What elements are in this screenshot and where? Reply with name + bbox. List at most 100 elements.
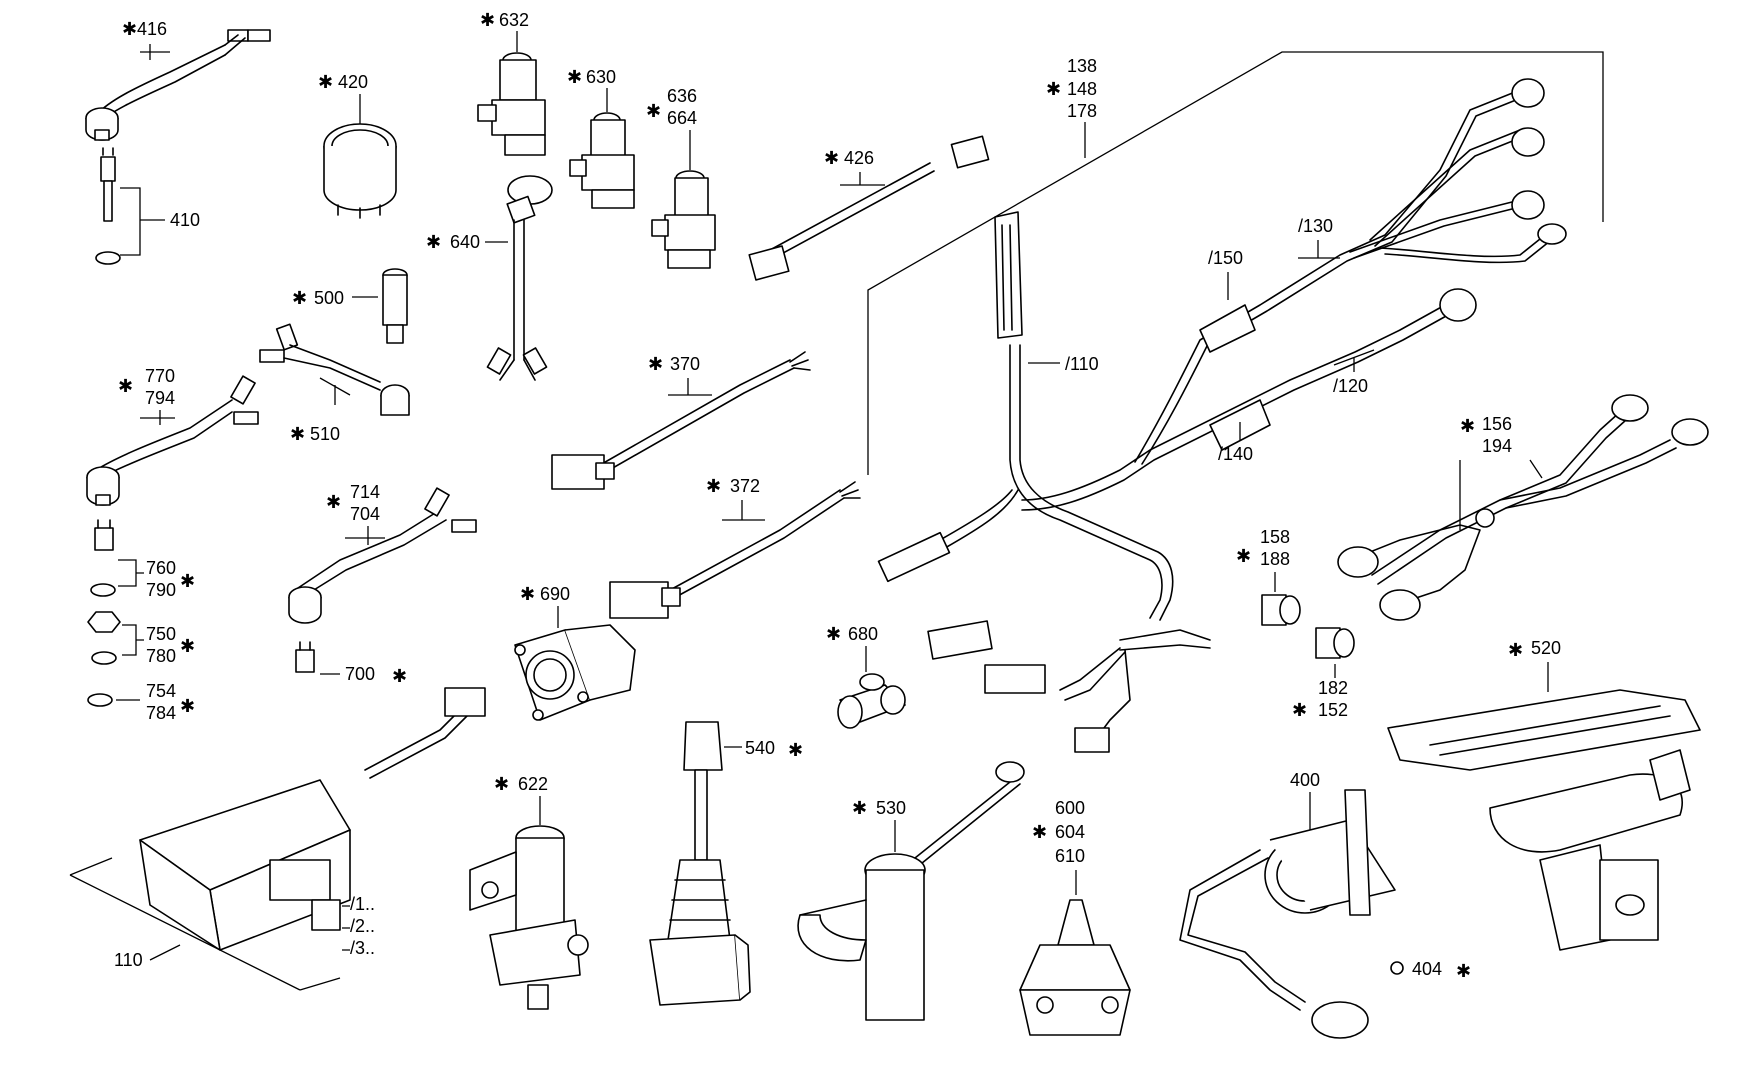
label-680: 680 <box>848 624 878 644</box>
part-632-solenoid-valve <box>477 52 546 156</box>
part-680-tee-fitting <box>837 673 906 729</box>
part-750-nut <box>87 611 121 665</box>
label-664: 664 <box>667 108 697 128</box>
label-632: 632 <box>499 10 529 30</box>
marker-754: ✱ <box>180 696 195 716</box>
part-156-y-cable <box>1337 394 1709 621</box>
label-750: 750 <box>146 624 176 644</box>
label-138: 138 <box>1067 56 1097 76</box>
marker-182: ✱ <box>1292 700 1307 720</box>
part-600-pressure-valve <box>1019 899 1131 1036</box>
marker-760: ✱ <box>180 571 195 591</box>
label-420: 420 <box>338 72 368 92</box>
label-704: 704 <box>350 504 380 524</box>
label-sub-110: /110 <box>1065 354 1099 374</box>
part-540-control-lever <box>649 721 751 1006</box>
label-178: 178 <box>1067 101 1097 121</box>
label-600: 600 <box>1055 798 1085 818</box>
label-156: 156 <box>1482 414 1512 434</box>
marker-148: ✱ <box>1046 79 1061 99</box>
part-760-sensor <box>90 519 116 597</box>
label-794: 794 <box>145 388 175 408</box>
label-530: 530 <box>876 798 906 818</box>
marker-604: ✱ <box>1032 822 1047 842</box>
marker-520: ✱ <box>1508 640 1523 660</box>
label-182: 182 <box>1318 678 1348 698</box>
part-700-sensor <box>295 641 315 673</box>
part-500-switch <box>382 268 408 344</box>
part-714-sensor-cable <box>288 487 477 624</box>
label-sub-130: /130 <box>1298 216 1333 236</box>
part-530-lever-valve <box>797 761 1025 1021</box>
marker-416: ✱ <box>122 19 137 39</box>
label-790: 790 <box>146 580 176 600</box>
label-416: 416 <box>137 19 167 39</box>
marker-370: ✱ <box>648 354 663 374</box>
part-182-connector <box>1315 627 1355 659</box>
label-194: 194 <box>1482 436 1512 456</box>
marker-420: ✱ <box>318 72 333 92</box>
label-700: 700 <box>345 664 375 684</box>
label-sub-140: /140 <box>1218 444 1253 464</box>
part-404-screw <box>1390 961 1404 975</box>
label-sub-3: /3.. <box>350 938 375 958</box>
part-372-cable <box>609 481 861 619</box>
marker-372: ✱ <box>706 476 721 496</box>
label-770: 770 <box>145 366 175 386</box>
label-610: 610 <box>1055 846 1085 866</box>
label-158: 158 <box>1260 527 1290 547</box>
part-622-valve <box>469 825 589 1010</box>
label-370: 370 <box>670 354 700 374</box>
part-770-sensor-cable <box>86 375 259 506</box>
marker-636: ✱ <box>646 101 661 121</box>
marker-426: ✱ <box>824 148 839 168</box>
marker-690: ✱ <box>520 584 535 604</box>
marker-680: ✱ <box>826 624 841 644</box>
label-690: 690 <box>540 584 570 604</box>
part-754-washer <box>87 693 113 707</box>
label-640: 640 <box>450 232 480 252</box>
part-410-sensor <box>95 147 121 265</box>
label-188: 188 <box>1260 549 1290 569</box>
marker-714: ✱ <box>326 492 341 512</box>
marker-404: ✱ <box>1456 961 1471 981</box>
label-400: 400 <box>1290 770 1320 790</box>
label-754: 754 <box>146 681 176 701</box>
part-630-solenoid-valve <box>569 112 635 209</box>
part-640-cable <box>486 175 553 381</box>
label-152: 152 <box>1318 700 1348 720</box>
marker-158: ✱ <box>1236 546 1251 566</box>
part-400-pump <box>1179 789 1396 1039</box>
label-780: 780 <box>146 646 176 666</box>
part-520-foot-pedal <box>1387 689 1701 951</box>
part-510-sensor-cable <box>259 323 410 416</box>
part-370-cable <box>551 351 811 490</box>
label-110: 110 <box>114 950 143 970</box>
part-420-gauge <box>323 123 397 219</box>
marker-622: ✱ <box>494 774 509 794</box>
label-sub-2: /2.. <box>350 916 375 936</box>
label-622: 622 <box>518 774 548 794</box>
label-372: 372 <box>730 476 760 496</box>
label-sub-120: /120 <box>1333 376 1368 396</box>
part-416-sensor-cable <box>85 29 271 141</box>
label-540: 540 <box>745 738 775 758</box>
label-500: 500 <box>314 288 344 308</box>
marker-530: ✱ <box>852 798 867 818</box>
label-148: 148 <box>1067 79 1097 99</box>
marker-540: ✱ <box>788 740 803 760</box>
marker-640: ✱ <box>426 232 441 252</box>
label-426: 426 <box>844 148 874 168</box>
label-sub-150: /150 <box>1208 248 1243 268</box>
marker-630: ✱ <box>567 67 582 87</box>
part-110-control-unit <box>69 687 486 991</box>
part-426-cable <box>748 135 990 281</box>
marker-500: ✱ <box>292 288 307 308</box>
part-138-main-wiring-harness <box>867 51 1604 753</box>
marker-510: ✱ <box>290 424 305 444</box>
part-636-solenoid-valve <box>651 170 716 269</box>
label-410: 410 <box>170 210 200 230</box>
marker-632: ✱ <box>480 10 495 30</box>
marker-770: ✱ <box>118 376 133 396</box>
